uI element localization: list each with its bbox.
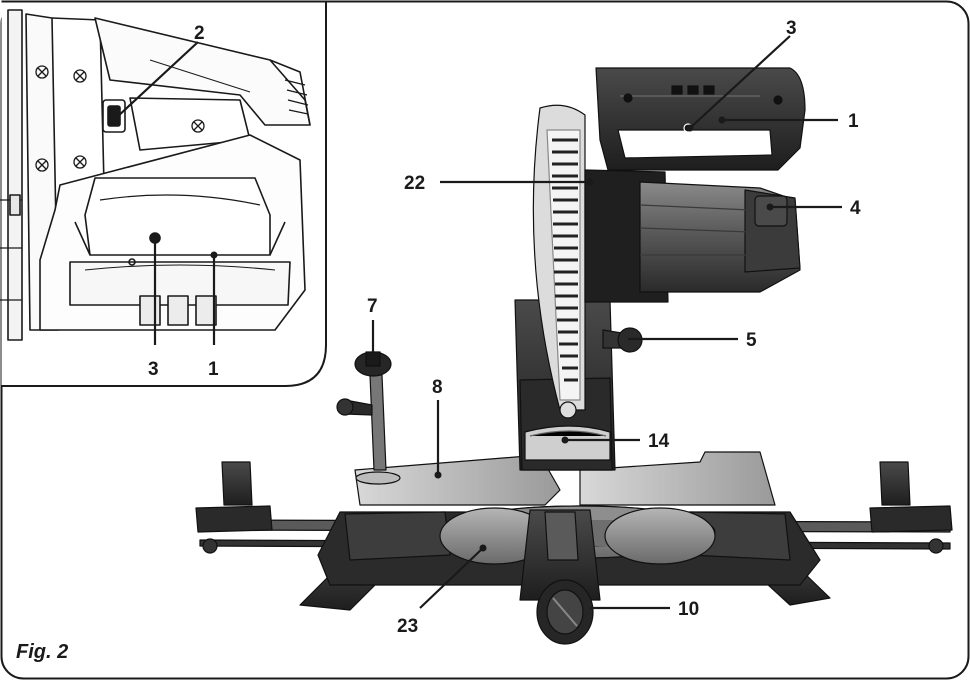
inset-leader-lines	[115, 41, 216, 345]
callout-7-clamp-knob: 7	[367, 296, 378, 317]
callout-8-fence: 8	[432, 377, 443, 398]
callout-14-bevel-scale: 14	[648, 431, 670, 452]
callout-23-turntable: 23	[397, 616, 418, 637]
inset-callout-1: 1	[208, 359, 219, 380]
callout-3-handle-lock: 3	[786, 18, 797, 39]
inset-dot-3	[151, 236, 159, 244]
inset-dot-1	[210, 251, 218, 259]
main-leader-dots	[434, 116, 774, 552]
inset-panel: 2 3 1	[0, 0, 327, 387]
callout-10-miter-knob: 10	[678, 599, 699, 620]
figure-caption: Fig. 2	[16, 641, 68, 663]
miter-saw-illustration	[195, 67, 953, 645]
callout-1-handle: 1	[848, 111, 859, 132]
inset-callout-2: 2	[194, 23, 205, 44]
callout-4-motor-cap: 4	[850, 198, 861, 219]
callout-5-bevel-knob: 5	[746, 330, 757, 351]
inset-dot-2	[112, 114, 120, 122]
callout-22-blade-guard: 22	[404, 173, 425, 194]
handle-detail-illustration	[0, 9, 311, 341]
inset-callout-3: 3	[148, 359, 159, 380]
main-leader-lines	[371, 35, 842, 610]
